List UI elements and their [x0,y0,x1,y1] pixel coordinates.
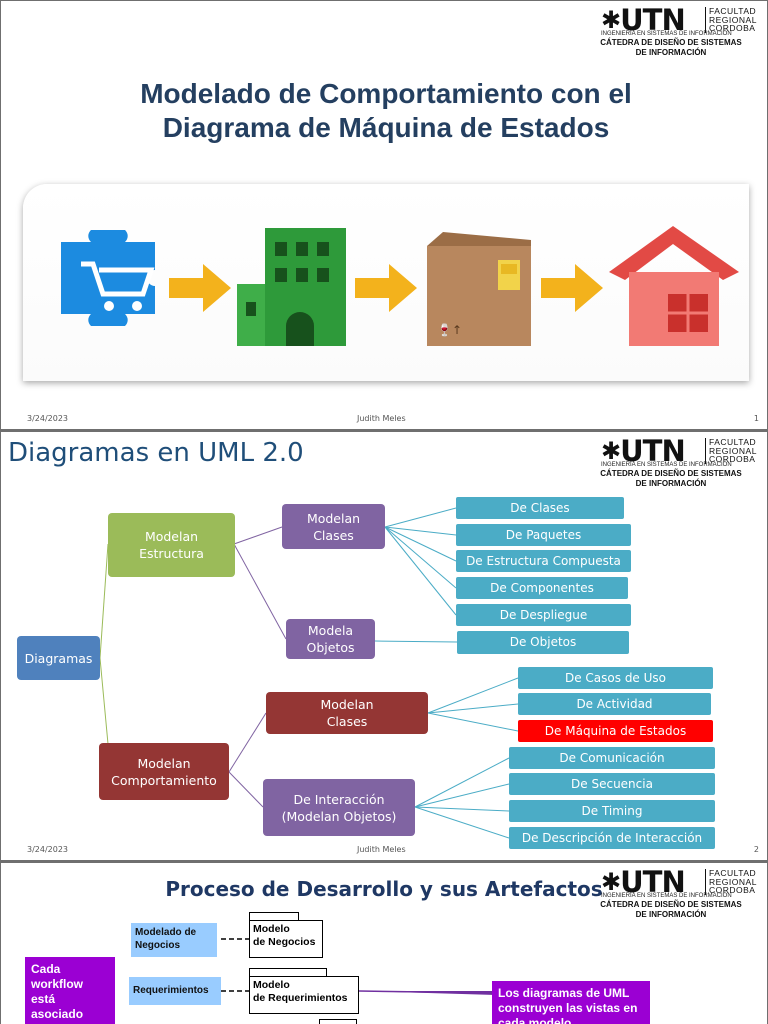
utn-star-icon: ✱ [601,437,621,465]
leaf-de-componentes: De Componentes [456,577,628,599]
node-modelan-clases-estructura: Modelan Clases [282,504,385,549]
workflow-requerimientos: Requerimientos [129,977,221,1005]
utn-wordmark: UTN [620,3,686,37]
package-box-icon: 🍷↑ [427,232,531,346]
leaf-de-estructura-compuesta: De Estructura Compuesta [456,550,631,572]
page-number: 1 [753,414,759,423]
slide-3[interactable]: Proceso de Desarrollo y sus Artefactos ✱… [1,863,767,1024]
model-folder-tab [319,1019,357,1024]
leaf-de-actividad: De Actividad [518,693,711,715]
house-icon [609,226,739,346]
node-de-interaccion: De Interacción (Modelan Objetos) [263,779,415,836]
leaf-de-objetos: De Objetos [457,631,629,654]
model-folder-tab [249,968,327,977]
utn-star-icon: ✱ [601,868,621,896]
arrow-right-icon [541,264,603,312]
footer-author: Judith Meles [357,414,406,423]
office-building-icon [237,228,346,346]
leaf-de-despliegue: De Despliegue [456,604,631,626]
workflow-modelado-negocios: Modelado de Negocios [131,923,217,957]
model-folder-tab [249,912,299,921]
model-de-negocios: Modelo de Negocios [249,920,323,958]
footer-author: Judith Meles [357,845,406,854]
leaf-de-clases: De Clases [456,497,624,519]
slide-title: Diagramas en UML 2.0 [8,438,304,468]
page-number: 2 [753,845,759,854]
engineering-label: INGENIERÍA EN SISTEMAS DE INFORMACIÓN [601,31,732,37]
node-modela-objetos: Modela Objetos [286,619,375,659]
leaf-de-descripcion-de-interaccion: De Descripción de Interacción [509,827,715,849]
slide3-connectors [221,938,497,995]
arrow-right-icon [169,264,231,312]
node-modelan-estructura: Modelan Estructura [108,513,235,577]
model-de-requerimientos: Modelo de Requerimientos [249,976,359,1014]
side-note-box: Cada workflow está asociado [25,957,115,1024]
uml-views-callout: Los diagramas de UML construyen las vist… [492,981,650,1024]
node-diagramas: Diagramas [17,636,100,680]
leaf-de-maquina-de-estados: De Máquina de Estados [518,720,713,742]
utn-star-icon: ✱ [601,6,621,34]
leaf-de-casos-de-uso: De Casos de Uso [518,667,713,689]
arrow-right-icon [355,264,417,312]
leaf-de-secuencia: De Secuencia [509,773,715,795]
footer-date: 3/24/2023 [27,414,69,423]
leaf-de-paquetes: De Paquetes [456,524,631,546]
slide-title: Proceso de Desarrollo y sus Artefactos [165,877,603,901]
slide-title: Modelado de Comportamiento con el Diagra… [140,78,632,143]
shopping-cart-icon [61,230,155,326]
node-modelan-clases-comportamiento: Modelan Clases [266,692,428,734]
svg-text:🍷↑: 🍷↑ [437,323,462,337]
footer-date: 3/24/2023 [27,845,69,854]
process-banner: 🍷↑ [23,184,749,381]
leaf-de-timing: De Timing [509,800,715,822]
leaf-de-comunicacion: De Comunicación [509,747,715,769]
tree-connectors [99,507,519,839]
node-modelan-comportamiento: Modelan Comportamiento [99,743,229,800]
